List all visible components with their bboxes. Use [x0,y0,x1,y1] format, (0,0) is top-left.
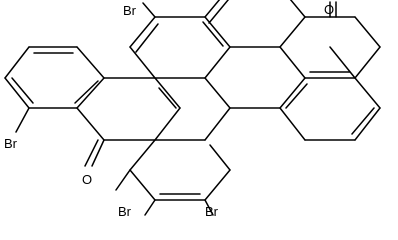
oxygen-label-left: O [82,172,92,187]
bromine-label-bottom-right: Br [205,204,219,219]
bromine-label-top: Br [123,3,137,18]
oxygen-label-right: O [324,2,334,17]
bond-lines [4,0,381,216]
bromine-label-bottom-left: Br [118,204,132,219]
bromine-label-left: Br [4,136,18,151]
molecule-drawing: Br Br Br Br O O [4,0,381,219]
atom-labels: Br Br Br Br O O [4,2,334,219]
structure-diagram: Br Br Br Br O O [4,0,381,219]
